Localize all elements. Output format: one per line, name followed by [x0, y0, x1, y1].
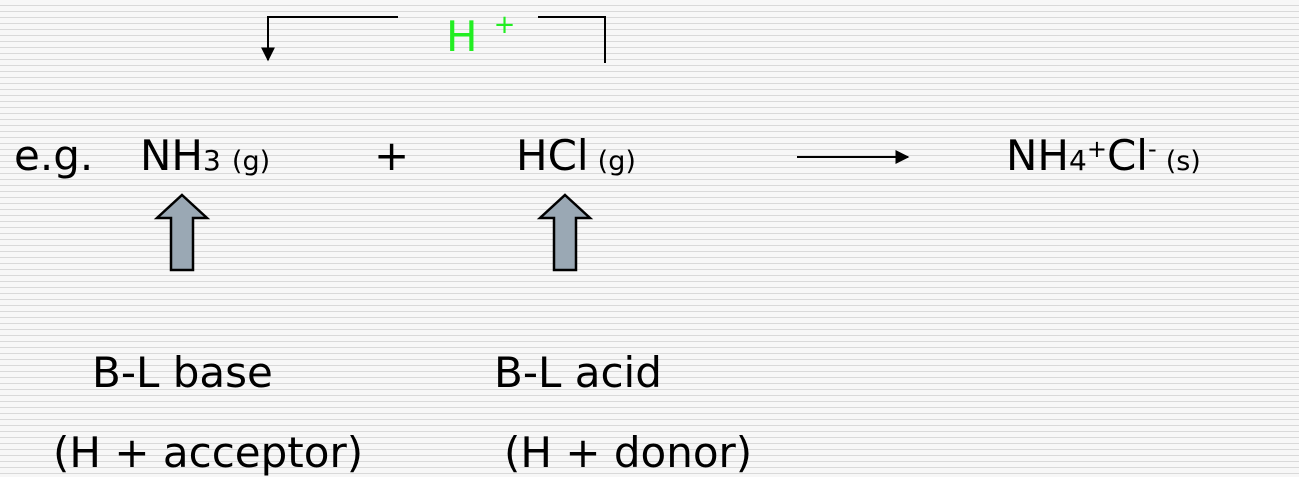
product-state: (s) [1165, 146, 1201, 177]
proton-label-h: H [446, 12, 478, 62]
hcl-formula: HCl [516, 131, 589, 180]
proton-transfer-arrow [261, 16, 398, 62]
proton-transfer-connector [538, 16, 606, 63]
acid-up-arrow [536, 193, 594, 272]
hcl-state: (g) [597, 146, 636, 177]
plus-sign: + [374, 131, 410, 180]
ammonia-formula: NH [140, 131, 203, 180]
proton-label-plus: + [493, 10, 516, 40]
product-subscript: 4 [1069, 144, 1087, 177]
product-charge-minus: - [1147, 134, 1157, 163]
product-nh: NH [1006, 131, 1069, 180]
product-charge-plus: + [1086, 134, 1107, 163]
acid-role: (H + donor) [504, 428, 753, 477]
ammonia-state: (g) [231, 146, 271, 177]
proton-label: H+ [446, 12, 515, 58]
base-role: (H + acceptor) [53, 428, 364, 477]
product-cl: Cl [1106, 131, 1148, 180]
acid-label: B-L acid [494, 348, 662, 397]
ammonia-subscript: 3 [203, 144, 221, 177]
example-prefix: e.g. [14, 131, 94, 180]
reactant-ammonia: NH3 (g) [140, 135, 270, 177]
product-ammonium-chloride: NH4+Cl- (s) [1006, 135, 1201, 177]
reactant-hcl: HCl (g) [516, 135, 636, 177]
base-up-arrow [153, 193, 211, 272]
base-label: B-L base [92, 348, 273, 397]
